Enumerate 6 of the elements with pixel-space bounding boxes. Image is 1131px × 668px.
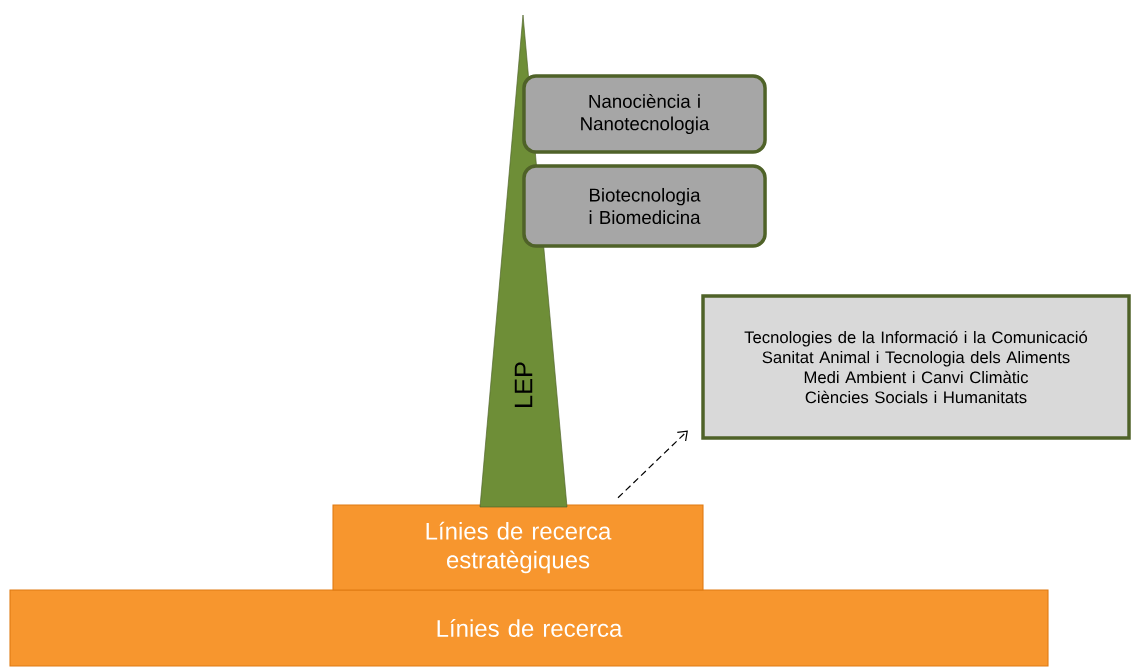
topic-list-box: Tecnologies de la Informació i la Comunicació Sanitat Animal i Tecnologia dels Aliments Medi Ambient i Canvi Climàtic Ciències Socials i Humanitats: [701, 294, 1131, 440]
spike-triangle: LEP: [479, 14, 568, 508]
step-box: Línies de recerca estratègiques: [332, 504, 704, 591]
topic-box: Nanociència i Nanotecnologia: [522, 74, 767, 154]
arrow: [617, 430, 688, 499]
topic-box: Biotecnologia i Biomedicina: [522, 164, 767, 248]
